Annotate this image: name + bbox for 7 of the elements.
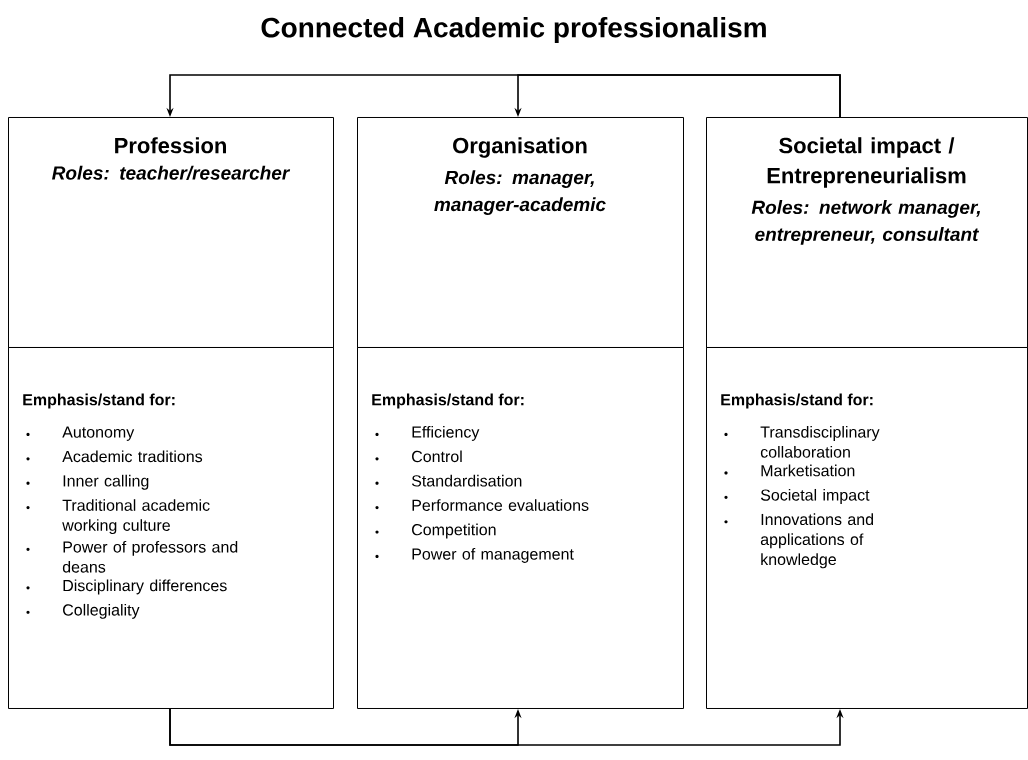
list-box: Emphasis/stand for: Autonomy Academic traditions Inner calling Traditional academic working culture Power of professors and deans Disciplinary differences Collegiality — [8, 347, 334, 709]
list-box: Emphasis/stand for: Transdisciplinary collaboration Marketisation Societal impact Innovations and applications of knowledge — [706, 347, 1028, 709]
title: Connected Academic professionalism — [261, 16, 766, 44]
list-box: Emphasis/stand for: Efficiency Control Standardisation Performance evaluations Competition Power of management — [357, 347, 684, 709]
header-box: Profession Roles: teacher/researcher — [8, 117, 334, 348]
header-box: Societal impact / Entrepreneurialism Roles: network manager, entrepreneur, consultant — [706, 117, 1028, 348]
header-box: Organisation Roles: manager, manager-academic — [357, 117, 684, 348]
